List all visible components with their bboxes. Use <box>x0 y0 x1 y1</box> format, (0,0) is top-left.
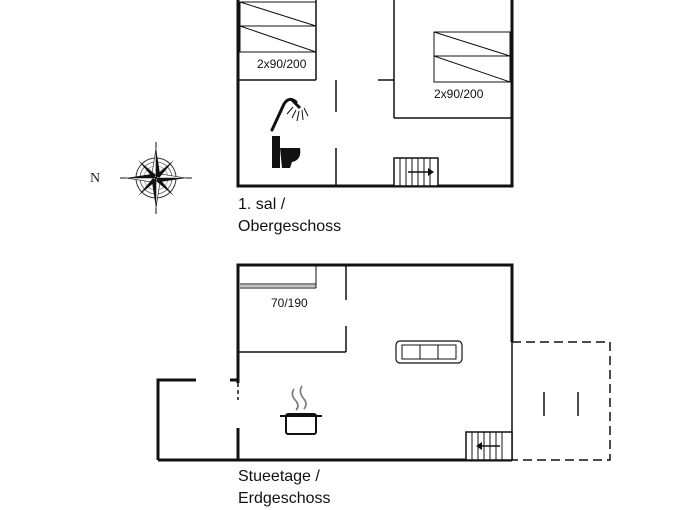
upper-floor-plan: 2x90/200 2x90/200 <box>236 0 514 188</box>
bed-upper-left-size: 2x90/200 <box>257 57 307 71</box>
bed-lower-size: 70/190 <box>271 296 308 310</box>
toilet-icon <box>272 136 301 168</box>
lower-entrance-wall <box>156 378 196 460</box>
bed-lower <box>240 265 317 289</box>
bed-upper-right <box>433 31 511 83</box>
compass-north-label: N <box>90 171 101 186</box>
stairs-lower <box>465 431 513 461</box>
lower-floor-label-line1: Stueetage / <box>238 468 320 485</box>
lower-floor-label: Stueetage / Erdgeschoss <box>238 466 331 510</box>
bed-upper-left <box>239 1 317 53</box>
upper-outer-wall <box>236 0 514 188</box>
upper-floor-label-line1: 1. sal / <box>238 196 286 213</box>
bed-upper-right-size: 2x90/200 <box>434 87 484 101</box>
lower-outer-wall <box>236 263 514 383</box>
terrace-outline <box>512 341 611 461</box>
upper-floor-label-line2: Obergeschoss <box>238 218 342 235</box>
stairs-upper <box>393 157 439 187</box>
sofa-icon <box>395 340 463 364</box>
shower-icon <box>270 97 309 132</box>
compass-rose-icon <box>120 142 192 214</box>
cooking-pot-icon <box>280 385 322 435</box>
lower-floor-plan: 70/190 <box>156 263 611 462</box>
upper-floor-label: 1. sal / Obergeschoss <box>238 194 341 238</box>
lower-floor-label-line2: Erdgeschoss <box>238 490 331 507</box>
